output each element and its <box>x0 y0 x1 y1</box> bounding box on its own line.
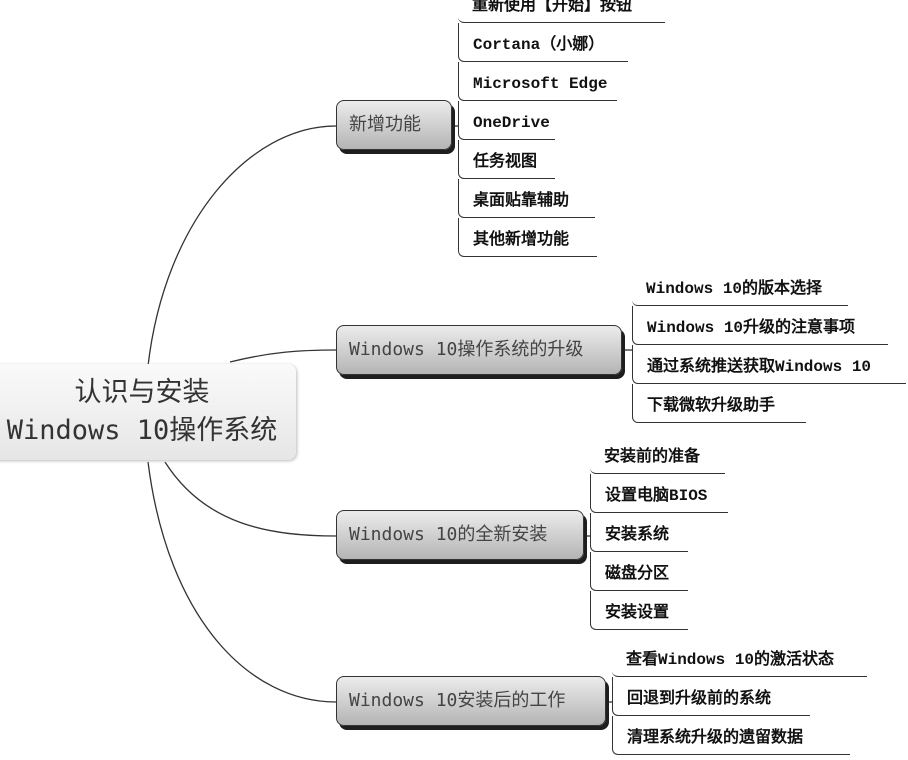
connector-branch-1 <box>147 125 337 367</box>
leaf-item[interactable]: 下载微软升级助手 <box>632 384 806 423</box>
leaf-item[interactable]: 通过系统推送获取Windows 10 <box>632 345 906 384</box>
leaf-item[interactable]: 清理系统升级的遗留数据 <box>612 716 850 755</box>
root-topic[interactable]: 认识与安装 Windows 10操作系统 <box>0 364 296 460</box>
leaf-item[interactable]: 回退到升级前的系统 <box>612 677 810 716</box>
branch-clean-install[interactable]: Windows 10的全新安装 <box>336 510 584 560</box>
leaf-item[interactable]: 安装设置 <box>590 591 688 630</box>
connector-branch-3 <box>164 461 337 537</box>
connector-branch-4 <box>147 461 337 703</box>
branch-post-install[interactable]: Windows 10安装后的工作 <box>336 676 606 726</box>
leaf-item[interactable]: OneDrive <box>458 101 555 140</box>
leaf-item[interactable]: 磁盘分区 <box>590 552 688 591</box>
leaf-item[interactable]: 安装前的准备 <box>590 435 725 474</box>
leaf-item[interactable]: 安装系统 <box>590 513 688 552</box>
leaf-item[interactable]: Windows 10升级的注意事项 <box>632 306 888 345</box>
branch-upgrade[interactable]: Windows 10操作系统的升级 <box>336 325 622 375</box>
leaf-item[interactable]: 设置电脑BIOS <box>590 474 728 513</box>
leaf-item[interactable]: 重新使用【开始】按钮 <box>458 0 665 23</box>
leaf-item[interactable]: 任务视图 <box>458 140 555 179</box>
leaf-item[interactable]: 查看Windows 10的激活状态 <box>612 638 867 677</box>
root-title-line2: Windows 10操作系统 <box>6 415 278 446</box>
connector-branch-2 <box>229 349 337 363</box>
root-title-line1: 认识与安装 <box>74 377 210 408</box>
leaf-item[interactable]: 桌面贴靠辅助 <box>458 179 595 218</box>
branch-new-features[interactable]: 新增功能 <box>336 100 452 150</box>
leaf-item[interactable]: Cortana（小娜） <box>458 23 628 62</box>
leaf-item[interactable]: Windows 10的版本选择 <box>632 267 848 306</box>
leaf-item[interactable]: 其他新增功能 <box>458 218 597 257</box>
leaf-item[interactable]: Microsoft Edge <box>458 62 617 101</box>
